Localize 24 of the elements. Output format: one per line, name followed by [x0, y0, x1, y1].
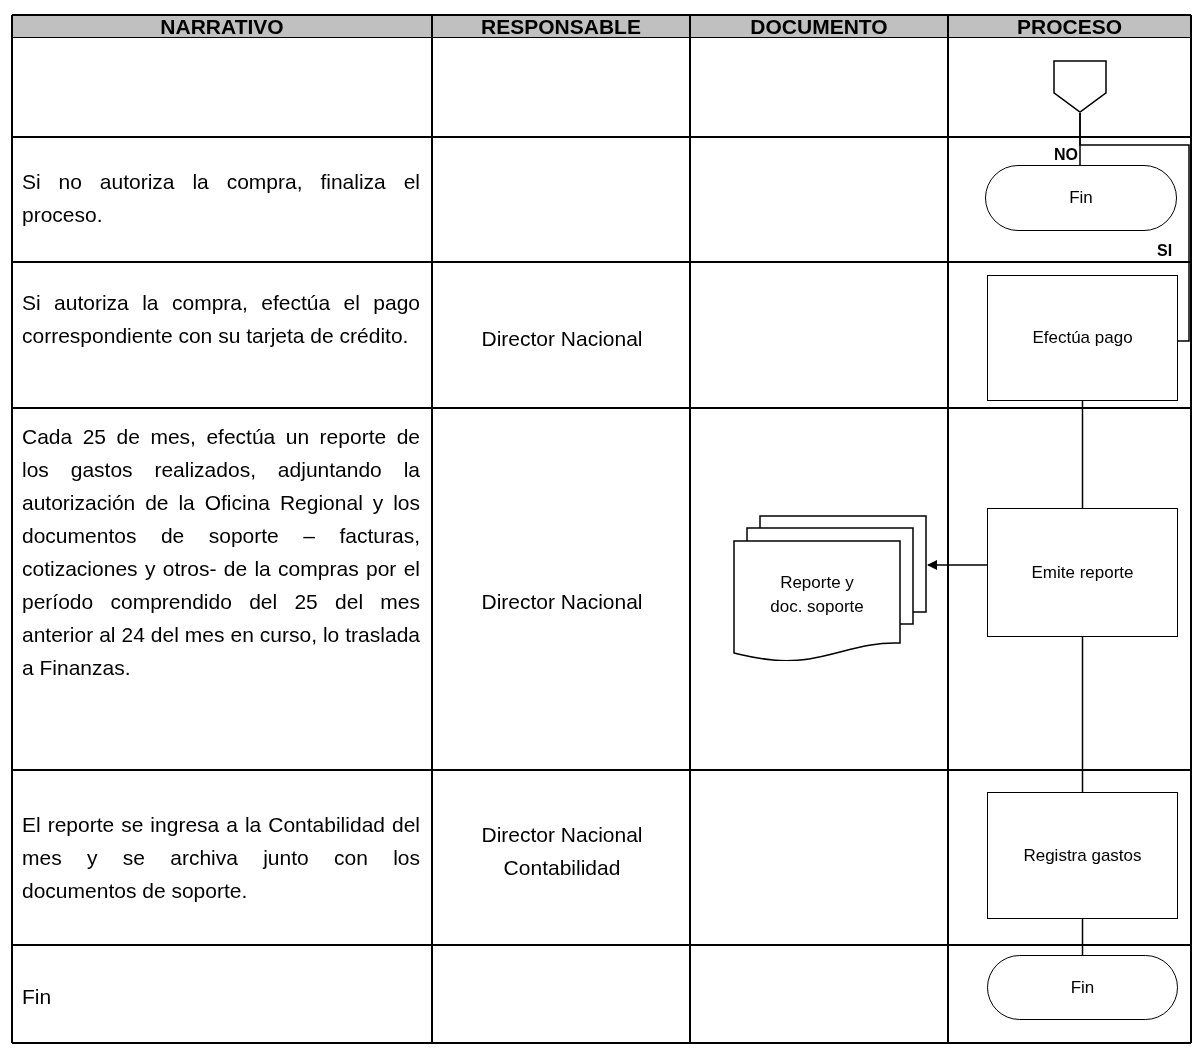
column-header: NARRATIVO: [13, 16, 431, 37]
responsible-text: Director Nacional: [480, 326, 644, 352]
narrative-text: Si no autoriza la compra, finaliza el proceso.: [22, 169, 420, 228]
responsible-text: Director Nacional: [480, 589, 644, 615]
column-header: RESPONSABLE: [433, 16, 689, 37]
process-box: Registra gastos: [987, 792, 1178, 919]
narrative-text: El reporte se ingresa a la Contabilidad del mes y se archiva junto con los documentos de soporte.: [22, 812, 420, 904]
arrow: [927, 560, 988, 570]
connector-line: [1081, 918, 1084, 956]
narrative-text: Cada 25 de mes, efectúa un reporte de los gastos realizados, adjuntando la autorización de la Oficina Regional y los documentos de soporte – facturas, cotizaciones y otros- de la compras por el período comprendido del 25 del mes anterior al 24 del mes en curso, lo traslada a Finanzas.: [22, 424, 420, 681]
terminator: Fin: [985, 165, 1177, 231]
terminator: Fin: [987, 955, 1178, 1020]
narrative-text: Fin: [22, 984, 53, 1010]
off-page-connector: [1053, 60, 1107, 113]
column-header: PROCESO: [949, 16, 1190, 37]
connector-line: [1079, 112, 1190, 342]
connector-line: [1081, 400, 1084, 509]
responsible-text: Contabilidad: [502, 855, 622, 881]
responsible-text: Director Nacional: [480, 822, 644, 848]
process-box: Emite reporte: [987, 508, 1178, 637]
narrative-text: Si autoriza la compra, efectúa el pago correspondiente con su tarjeta de crédito.: [22, 290, 420, 349]
process-box: Efectúa pago: [987, 275, 1178, 401]
connector-line: [1081, 636, 1084, 793]
column-header: DOCUMENTO: [691, 16, 947, 37]
